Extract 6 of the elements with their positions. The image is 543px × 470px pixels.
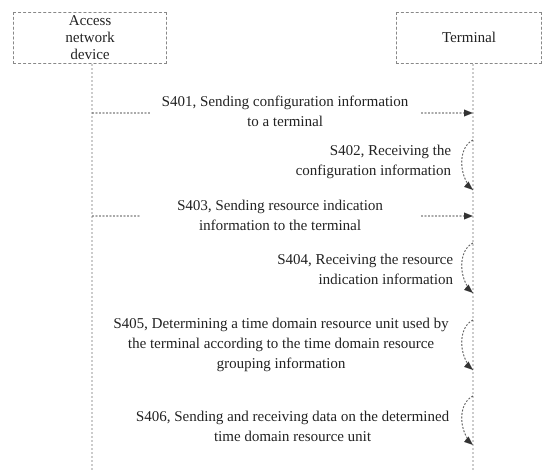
participant-name: Access network device xyxy=(64,12,116,64)
participant-name: Terminal xyxy=(442,30,496,46)
message-arrow xyxy=(461,242,474,294)
message-arrow xyxy=(461,396,474,446)
message-arrow xyxy=(461,140,474,190)
message-arrow xyxy=(461,320,474,370)
